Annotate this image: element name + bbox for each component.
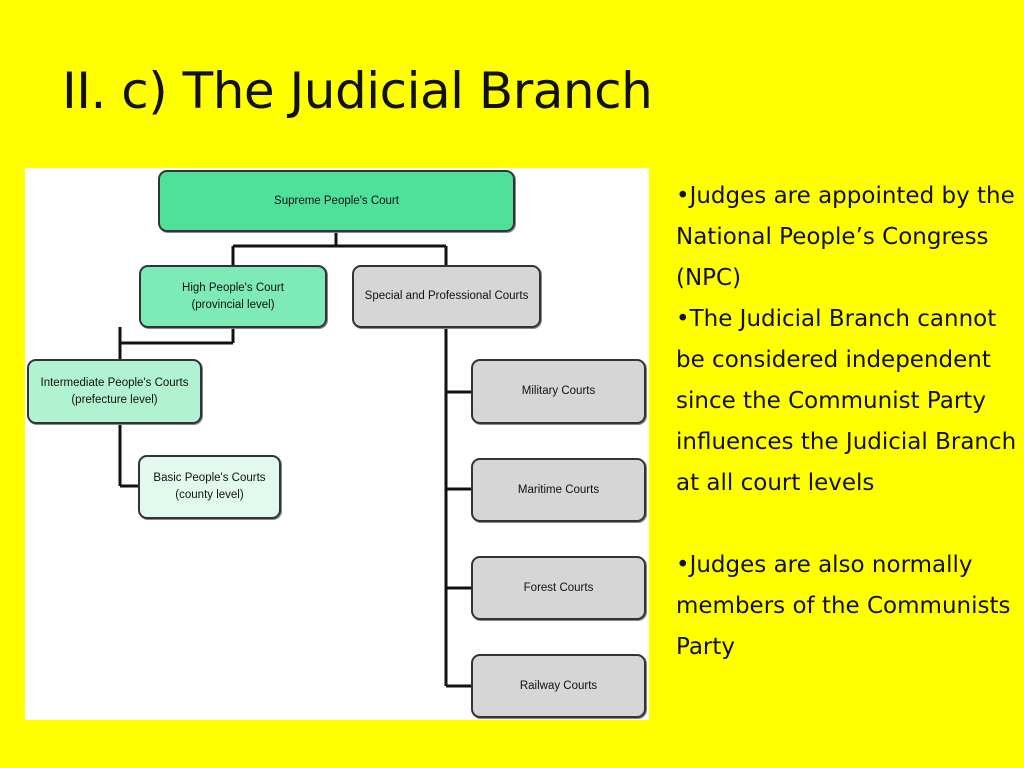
railway-courts-box: Railway Courts — [471, 654, 646, 718]
military-courts-box: Military Courts — [471, 359, 646, 424]
bullet-judges-party-members: •Judges are also normally members of the… — [676, 552, 1011, 660]
military-courts-label: Military Courts — [521, 385, 596, 397]
court-hierarchy-diagram: Supreme People's Court High People's Cou… — [25, 168, 649, 720]
connector-lines — [118, 232, 472, 688]
maritime-courts-label: Maritime Courts — [517, 483, 600, 496]
basic-peoples-courts-level: (county level) — [175, 489, 244, 501]
bullet-judges-appointed: •Judges are appointed by the National Pe… — [676, 183, 1015, 291]
maritime-courts-box: Maritime Courts — [471, 458, 646, 522]
special-professional-courts-label: Special and Professional Courts — [364, 290, 529, 302]
slide-title: II. c) The Judicial Branch — [62, 62, 653, 120]
forest-courts-label: Forest Courts — [523, 581, 594, 594]
railway-courts-label: Railway Courts — [519, 679, 598, 692]
forest-courts-box: Forest Courts — [471, 556, 646, 620]
high-peoples-court-level: (provincial level) — [191, 298, 275, 311]
bullet-spacer — [676, 504, 1021, 545]
high-peoples-court-label: High People's Court — [182, 281, 284, 294]
supreme-peoples-court-label: Supreme People's Court — [274, 194, 399, 207]
intermediate-peoples-courts-level: (prefecture level) — [71, 393, 158, 406]
special-professional-courts-box: Special and Professional Courts — [352, 265, 541, 328]
basic-peoples-courts-box: Basic People's Courts (county level) — [138, 455, 281, 519]
supreme-peoples-court-box: Supreme People's Court — [158, 170, 515, 232]
basic-peoples-courts-label: Basic People's Courts — [153, 472, 266, 484]
intermediate-peoples-courts-box: Intermediate People's Courts (prefecture… — [27, 359, 202, 424]
high-peoples-court-box: High People's Court (provincial level) — [139, 265, 327, 328]
bullet-judicial-not-independent: •The Judicial Branch cannot be considere… — [676, 306, 1017, 496]
intermediate-peoples-courts-label: Intermediate People's Courts — [40, 376, 189, 389]
bullet-list: •Judges are appointed by the National Pe… — [676, 176, 1021, 668]
